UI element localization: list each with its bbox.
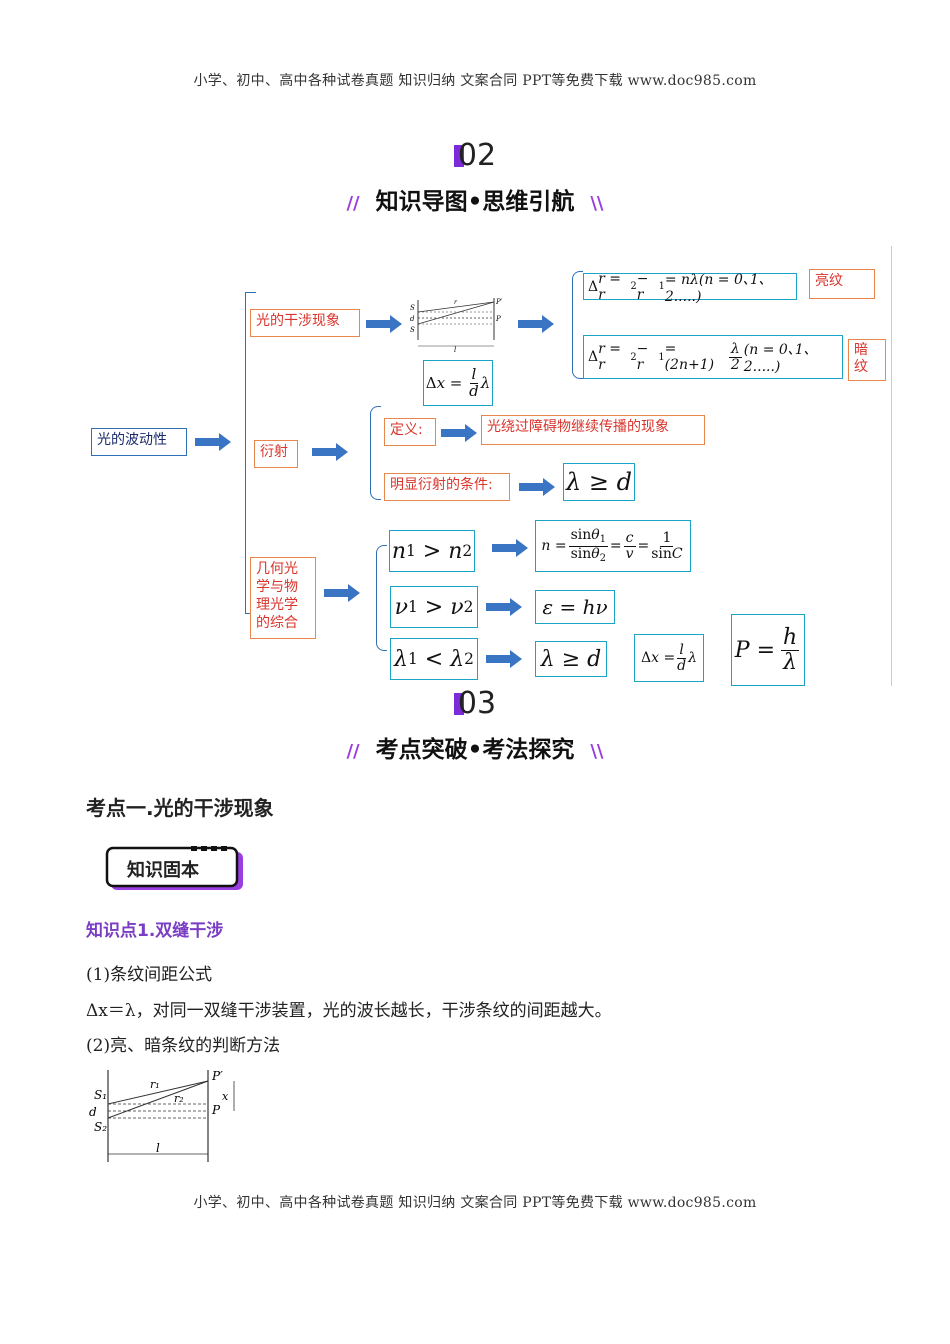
root-node: 光的波动性 [91, 428, 187, 456]
condition-formula-box: λ ≥ d [563, 463, 635, 501]
svg-text:P′: P′ [495, 298, 503, 306]
section-3-title: 考点突破•考法探究 [365, 730, 585, 764]
paragraph: Δx＝λ，对同一双缝干涉装置，光的波长越长，干涉条纹的间距越大。 [86, 1001, 612, 1021]
section-2-number: 02 [457, 138, 497, 173]
node-interference: 光的干涉现象 [250, 309, 360, 337]
arrow-icon [486, 650, 522, 668]
section-number: 02 [0, 138, 950, 173]
paragraph: (2)亮、暗条纹的判断方法 [86, 1036, 281, 1056]
paragraph: (1)条纹间距公式 [86, 965, 213, 985]
bright-label: 亮纹 [809, 269, 875, 299]
svg-text:P: P [495, 315, 501, 323]
node-diffraction: 衍射 [254, 440, 298, 468]
page-footer: 小学、初中、高中各种试卷真题 知识归纳 文案合同 PPT等免费下载 www.do… [193, 1195, 757, 1211]
arrow-icon [492, 539, 528, 557]
label-pp: P′ [211, 1069, 223, 1083]
section-3-number: 03 [457, 686, 497, 721]
energy-formula-box: ε = hν [535, 590, 615, 624]
label-s2: S₂ [94, 1120, 107, 1134]
page-header: 小学、初中、高中各种试卷真题 知识归纳 文案合同 PPT等免费下载 www.do… [193, 73, 757, 89]
slash-decoration: \\ [590, 741, 604, 762]
label-r2: r₂ [174, 1092, 184, 1105]
svg-text:r: r [454, 299, 458, 306]
combined-bracket [376, 545, 387, 651]
badge-frame [105, 846, 243, 890]
arrow-icon [518, 315, 554, 333]
label-d: d [89, 1105, 97, 1119]
condition-label: 明显衍射的条件: [384, 473, 510, 501]
arrow-icon [312, 443, 348, 461]
label-p: P [211, 1103, 221, 1117]
kaodian-heading: 考点一.光的干涉现象 [86, 796, 274, 820]
mindmap-border [891, 246, 892, 686]
slash-decoration: // [346, 193, 360, 214]
node-combined: 几何光学与物理光学的综合 [250, 557, 316, 639]
slash-decoration: // [346, 741, 360, 762]
section-title: //考点突破•考法探究\\ [0, 730, 950, 764]
svg-text:d: d [410, 315, 415, 323]
double-slit-diagram: S₁ d S₂ r₁ r₂ P′ P x l [89, 1069, 235, 1162]
interference-bracket [572, 271, 583, 379]
arrow-icon [441, 424, 477, 442]
arrow-icon [366, 315, 402, 333]
section-title: //知识导图•思维引航\\ [0, 182, 950, 216]
arrow-icon [324, 584, 360, 602]
badge-label: 知识固本 [127, 860, 199, 881]
definition-text: 光绕过障碍物继续传播的现象 [481, 415, 705, 445]
svg-text:S: S [410, 326, 415, 334]
arrow-icon [519, 478, 555, 496]
label-l: l [156, 1141, 160, 1155]
definition-label: 定义: [384, 418, 436, 446]
dark-label: 暗纹 [848, 339, 886, 381]
label-s1: S₁ [94, 1088, 107, 1102]
label-r1: r₁ [150, 1078, 160, 1091]
svg-text:l: l [454, 346, 456, 354]
slash-decoration: \\ [590, 193, 604, 214]
number-accent [453, 145, 464, 167]
double-slit-thumbnail: S d S P′ P r l [410, 298, 503, 354]
svg-text:S: S [410, 304, 415, 312]
lambda-formula-box: λ ≥ d [535, 641, 607, 677]
knowledge-badge: 知识固本 [105, 846, 245, 892]
number-accent [453, 693, 464, 715]
knowledge-point-heading: 知识点1.双缝干涉 [86, 921, 224, 941]
label-x: x [222, 1090, 229, 1103]
diffraction-bracket [370, 406, 381, 500]
arrow-icon [486, 598, 522, 616]
section-number: 03 [0, 686, 950, 721]
section-2-title: 知识导图•思维引航 [365, 182, 585, 216]
arrow-icon [195, 433, 231, 451]
